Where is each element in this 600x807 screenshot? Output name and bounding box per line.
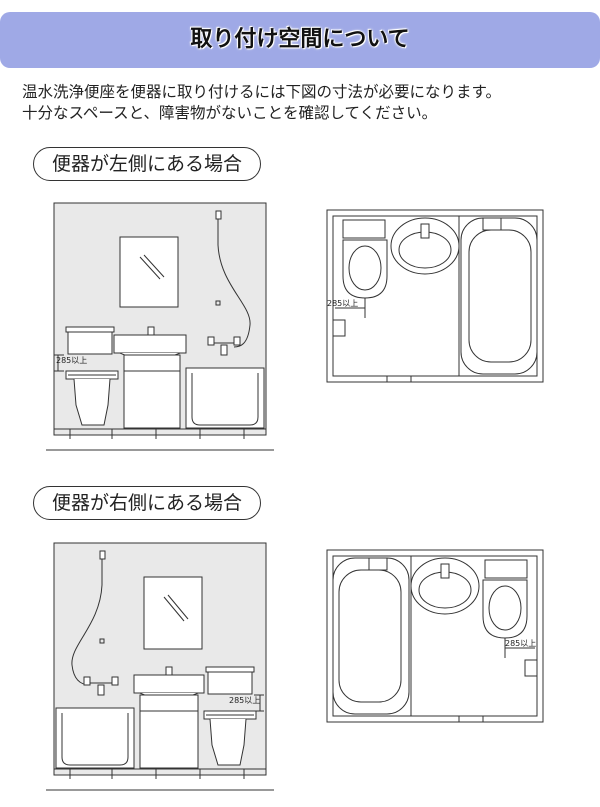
elevation-diagram-right: 285以上 bbox=[46, 542, 274, 791]
plan-diagram-right: 285以上 bbox=[326, 549, 544, 723]
header-banner: 取り付け空間について bbox=[0, 12, 600, 68]
intro-line-1: 温水洗浄便座を便器に取り付けるには下図の寸法が必要になります。 bbox=[22, 83, 501, 101]
plan-clearance-left: 285以上 bbox=[327, 299, 358, 308]
plan-clearance-right: 285以上 bbox=[505, 639, 536, 648]
page-title: 取り付け空間について bbox=[190, 27, 410, 52]
section-label-left: 便器が左側にある場合 bbox=[33, 147, 262, 181]
intro-line-2: 十分なスペースと、障害物がないことを確認してください。 bbox=[22, 104, 438, 122]
intro-text: 温水洗浄便座を便器に取り付けるには下図の寸法が必要になります。 十分なスペースと… bbox=[22, 82, 587, 124]
elevation-clearance-right: 285以上 bbox=[229, 696, 260, 705]
plan-diagram-left: 285以上 bbox=[326, 209, 544, 383]
elevation-clearance-left: 285以上 bbox=[56, 356, 87, 365]
elevation-diagram-left: 285以上 bbox=[46, 202, 274, 451]
section-label-right: 便器が右側にある場合 bbox=[33, 486, 262, 520]
